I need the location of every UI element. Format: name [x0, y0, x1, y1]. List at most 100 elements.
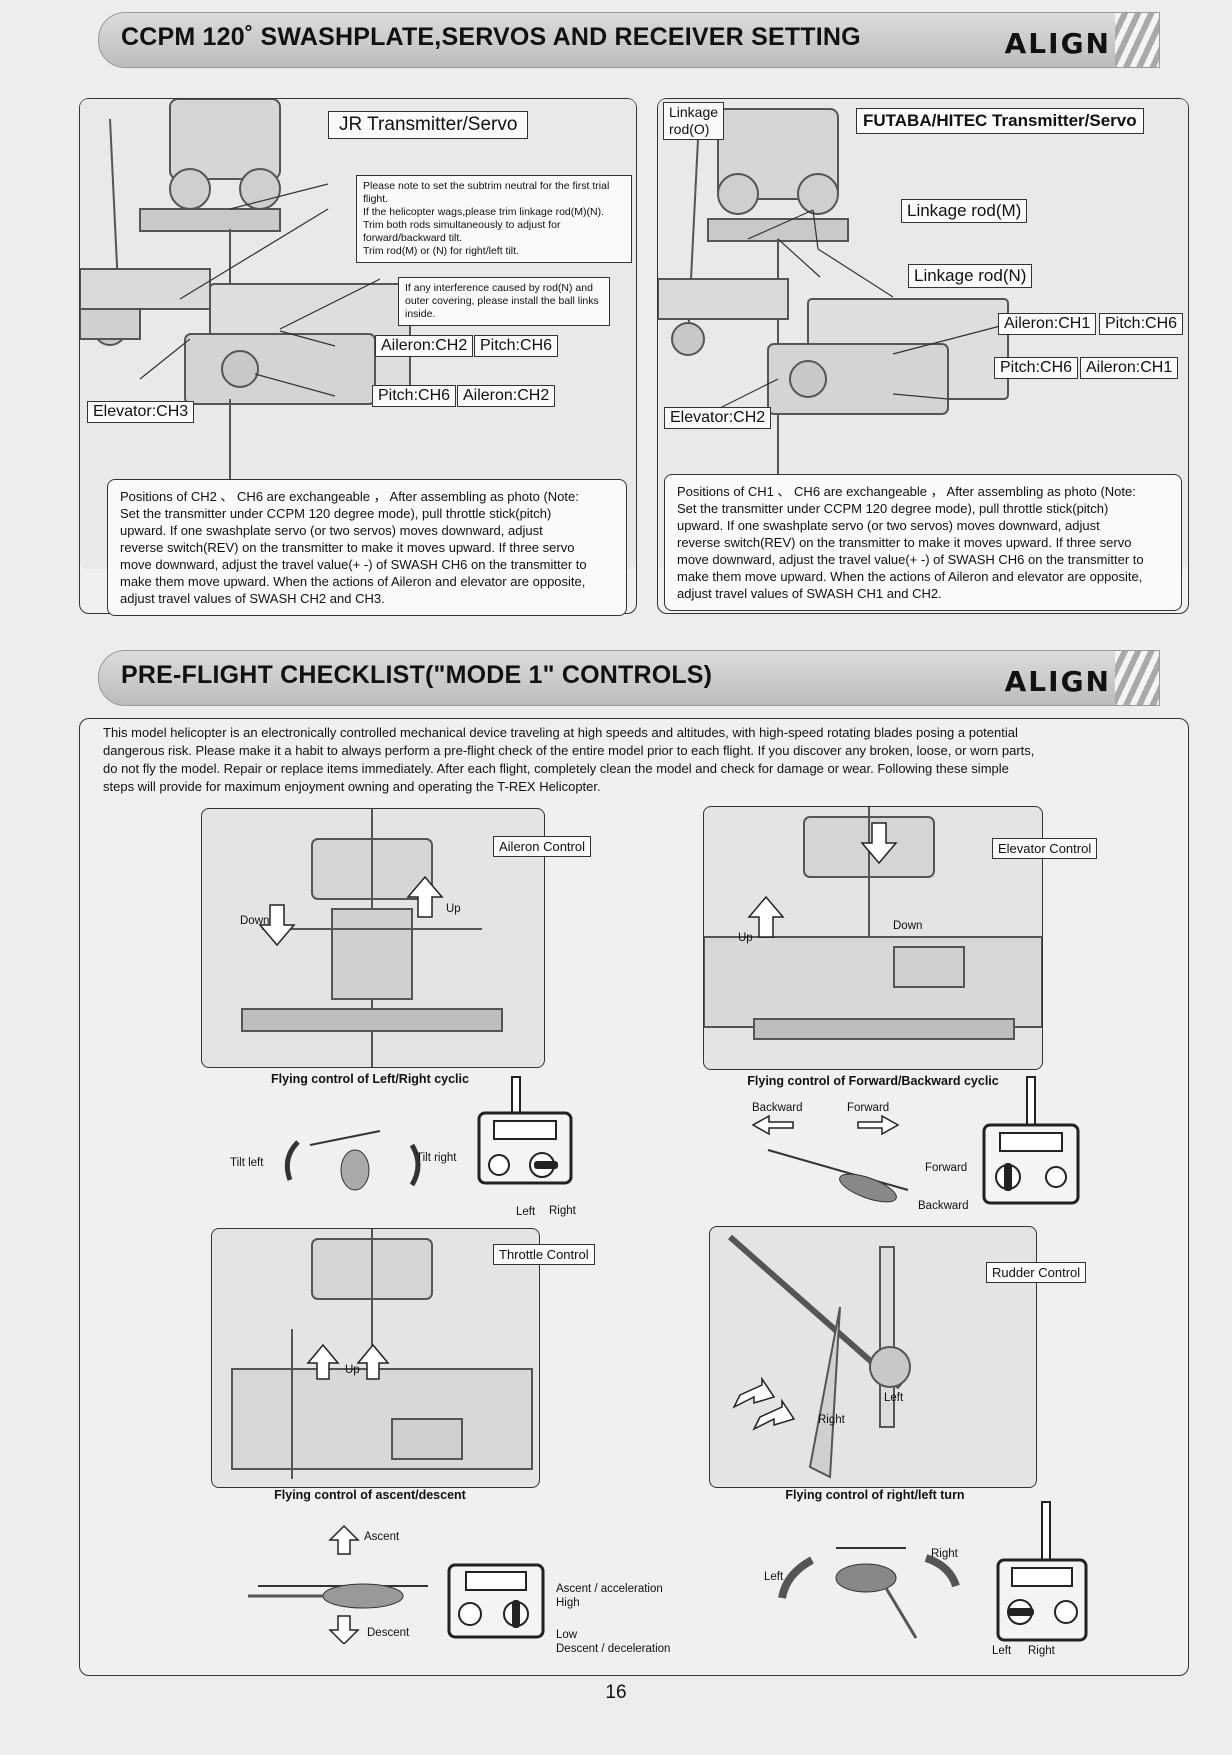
intro-line: steps will provide for maximum enjoyment… — [103, 779, 601, 794]
throttle-transmitter-icon — [447, 1563, 545, 1639]
futaba-elevator-ch2: Elevator:CH2 — [664, 407, 772, 429]
aileron-caption: Flying control of Left/Right cyclic — [271, 1072, 469, 1086]
aileron-transmitter-icon — [477, 1076, 573, 1185]
backward-arrow-icon — [751, 1114, 794, 1136]
aileron-tx-right: Right — [549, 1205, 576, 1217]
jr-interference-note: If any interference caused by rod(N) and… — [398, 277, 610, 326]
descent-label: Descent — [367, 1627, 410, 1639]
rudder-transmitter-icon — [996, 1501, 1088, 1642]
rudder-left-label: Left — [884, 1392, 904, 1404]
elevator-control-tag: Elevator Control — [992, 838, 1098, 859]
throttle-control-tag: Throttle Control — [493, 1244, 595, 1265]
linkage-o-line: Linkage — [669, 104, 719, 120]
jr-aileron-ch2-top: Aileron:CH2 — [375, 335, 474, 357]
note-line: move downward, adjust the travel value(+… — [677, 552, 1144, 567]
jr-pitch-ch6-top: Pitch:CH6 — [474, 335, 559, 357]
ascent-label: Ascent — [364, 1531, 400, 1543]
rudder-photo — [709, 1226, 1037, 1488]
tilt-right-arrow-icon — [409, 1143, 421, 1187]
intro-line: This model helicopter is an electronical… — [103, 725, 1018, 740]
futaba-heading: FUTABA/HITEC Transmitter/Servo — [856, 108, 1144, 134]
note-line: make them move upward. When the actions … — [677, 569, 1143, 584]
aileron-up-label: Up — [446, 903, 461, 915]
tilt-left-arrow-icon — [284, 1140, 300, 1181]
heli-right-label: Right — [931, 1548, 958, 1560]
up-arrow-icon — [747, 895, 785, 938]
right-arrow-icon — [752, 1398, 796, 1431]
descent-arrow-icon — [328, 1615, 360, 1644]
note-line: Trim both rods simultaneously to adjust … — [363, 219, 561, 244]
left-arrow-icon — [732, 1376, 776, 1409]
section-title: CCPM 120˚ SWASHPLATE,SERVOS AND RECEIVER… — [121, 23, 861, 51]
elevator-illustration — [704, 807, 1042, 1040]
elevator-tx-backward: Backward — [918, 1200, 969, 1212]
low-line: Low — [556, 1629, 578, 1641]
throttle-illustration — [231, 1229, 533, 1479]
heli-backward-label: Backward — [752, 1102, 803, 1114]
align-logo: ALIGN — [1004, 665, 1111, 698]
page-number: 16 — [605, 1682, 627, 1703]
banner-stripes — [1115, 13, 1159, 67]
note-line: upward. If one swashplate servo (or two … — [120, 523, 543, 538]
tilt-right-label: Tilt right — [416, 1152, 457, 1164]
low-line: Descent / deceleration — [556, 1643, 671, 1655]
jr-positions-note: Positions of CH2 、 CH6 are exchangeable … — [107, 479, 627, 616]
aileron-control-tag: Aileron Control — [493, 836, 591, 857]
note-line: adjust travel values of SWASH CH2 and CH… — [120, 591, 385, 606]
elevator-caption: Flying control of Forward/Backward cycli… — [747, 1074, 999, 1088]
note-line: Please note to set the subtrim neutral f… — [363, 180, 610, 205]
linkage-rod-n: Linkage rod(N) — [908, 264, 1033, 288]
up-arrow-icon — [306, 1343, 340, 1380]
forward-helicopter-illustration — [751, 1114, 909, 1203]
aileron-photo — [201, 808, 545, 1068]
note-line: adjust travel values of SWASH CH1 and CH… — [677, 586, 942, 601]
forward-arrow-icon — [857, 1114, 900, 1136]
futaba-positions-note: Positions of CH1 、 CH6 are exchangeable … — [664, 474, 1182, 611]
futaba-pitch-ch6-top: Pitch:CH6 — [1099, 313, 1184, 335]
note-line: Positions of CH2 、 CH6 are exchangeable … — [120, 489, 579, 504]
elevator-photo — [703, 806, 1043, 1070]
turn-helicopter-illustration — [778, 1547, 960, 1639]
futaba-pitch-ch6-bottom: Pitch:CH6 — [994, 357, 1079, 379]
jr-pitch-ch6-bottom: Pitch:CH6 — [372, 385, 457, 407]
rudder-right-label: Right — [818, 1414, 845, 1426]
note-line: If the helicopter wags,please trim linka… — [363, 206, 605, 218]
throttle-caption: Flying control of ascent/descent — [274, 1488, 466, 1502]
jr-subtrim-note: Please note to set the subtrim neutral f… — [356, 175, 632, 263]
futaba-panel: Linkage rod(O) FUTABA/HITEC Transmitter/… — [657, 98, 1189, 614]
note-line: reverse switch(REV) on the transmitter t… — [677, 535, 1132, 550]
heli-forward-label: Forward — [847, 1102, 890, 1114]
section-title: PRE-FLIGHT CHECKLIST("MODE 1" CONTROLS) — [121, 661, 713, 689]
intro-line: dangerous risk. Please make it a habit t… — [103, 743, 1035, 758]
note-line: make them move upward. When the actions … — [120, 574, 586, 589]
section-banner-setting: CCPM 120˚ SWASHPLATE,SERVOS AND RECEIVER… — [98, 12, 1160, 68]
rudder-illustration — [728, 1234, 911, 1479]
rudder-tx-right: Right — [1028, 1645, 1055, 1657]
linkage-o-line: rod(O) — [669, 121, 710, 137]
throttle-up-label: Up — [345, 1364, 360, 1376]
note-line: reverse switch(REV) on the transmitter t… — [120, 540, 575, 555]
down-arrow-icon — [258, 904, 296, 947]
jr-elevator-ch3: Elevator:CH3 — [87, 401, 195, 423]
aileron-tx-left: Left — [516, 1206, 536, 1218]
note-line: Set the transmitter under CCPM 120 degre… — [120, 506, 552, 521]
futaba-aileron-ch1-top: Aileron:CH1 — [998, 313, 1097, 335]
linkage-rod-o: Linkage rod(O) — [663, 102, 725, 140]
down-arrow-icon — [860, 822, 898, 865]
align-logo: ALIGN — [1004, 27, 1111, 60]
futaba-aileron-ch1-bottom: Aileron:CH1 — [1080, 357, 1179, 379]
up-arrow-icon — [406, 875, 444, 918]
elevator-tx-forward: Forward — [925, 1162, 968, 1174]
linkage-rod-m: Linkage rod(M) — [901, 199, 1028, 223]
high-line: Ascent / acceleration — [556, 1583, 663, 1595]
elevator-up-label: Up — [738, 932, 753, 944]
elevator-transmitter-icon — [982, 1076, 1080, 1205]
throttle-photo — [211, 1228, 540, 1488]
section-banner-checklist: PRE-FLIGHT CHECKLIST("MODE 1" CONTROLS) … — [98, 650, 1160, 706]
rudder-tx-left: Left — [992, 1645, 1012, 1657]
heli-left-label: Left — [764, 1571, 784, 1583]
throttle-low-label: Low Descent / deceleration — [556, 1628, 670, 1656]
note-line: Positions of CH1 、 CH6 are exchangeable … — [677, 484, 1136, 499]
aileron-down-label: Down — [240, 915, 270, 927]
note-line: Trim rod(M) or (N) for right/left tilt. — [363, 245, 519, 257]
